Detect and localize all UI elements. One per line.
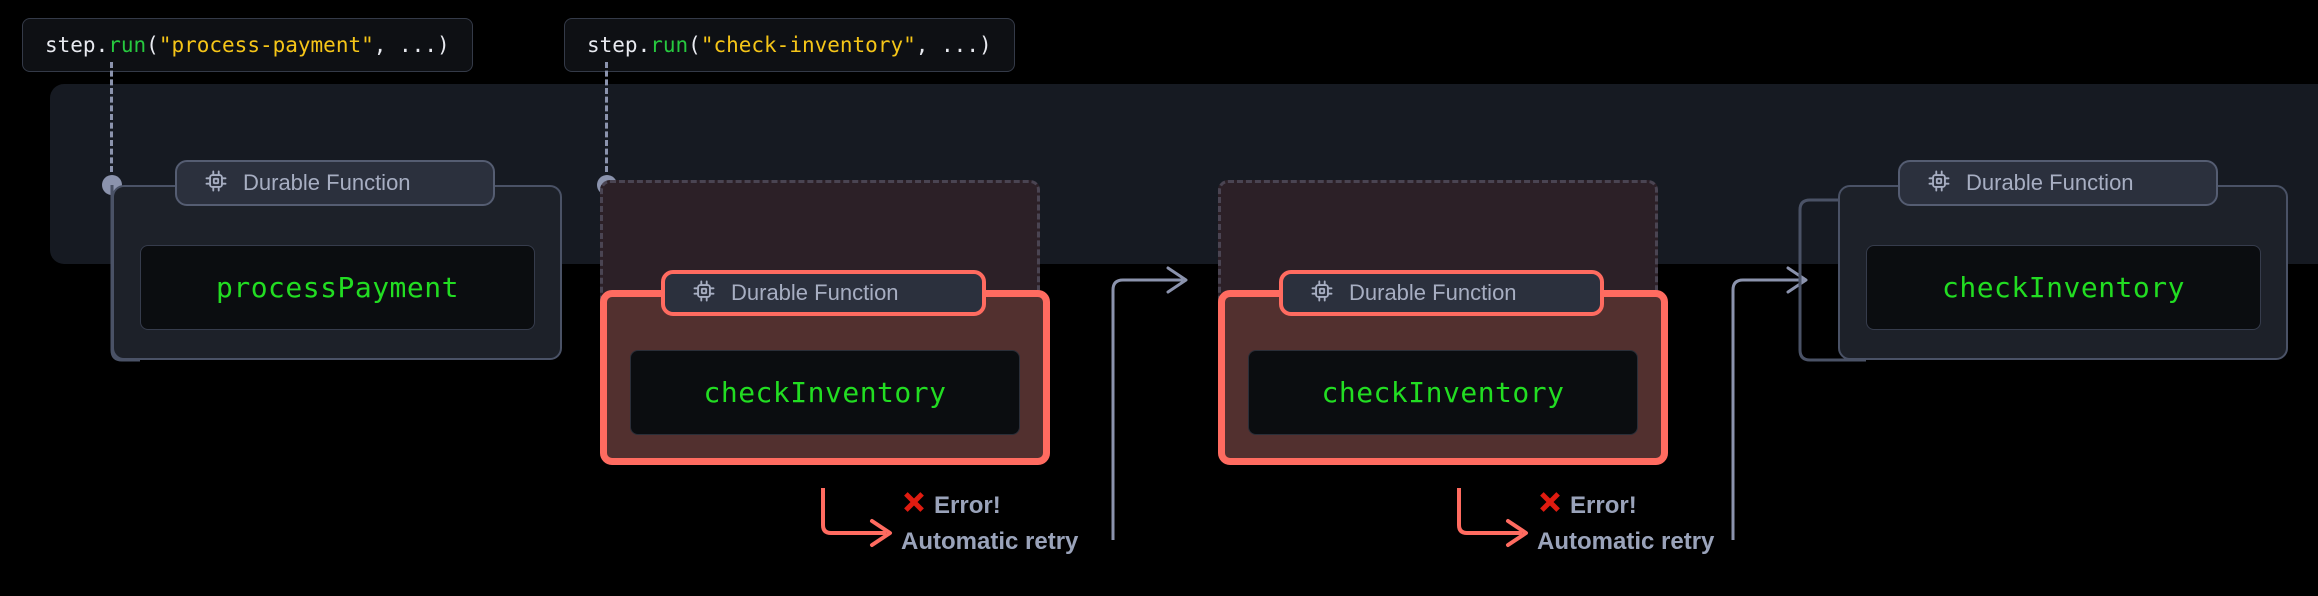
callout-object: step. xyxy=(587,33,651,57)
retry-label: Automatic retry xyxy=(901,528,1079,555)
error-label: Error! xyxy=(1570,491,1637,519)
step-code-box-process-payment: processPayment xyxy=(140,245,535,330)
process-payment-callout: step.run("process-payment", ...) xyxy=(22,18,473,72)
check-inventory-callout: step.run("check-inventory", ...) xyxy=(564,18,1015,72)
callout-function: run xyxy=(650,33,689,57)
retry-label: Automatic retry xyxy=(1537,528,1715,555)
durable-function-badge-1: Durable Function xyxy=(175,160,495,206)
error-label: Error! xyxy=(934,491,1001,519)
durable-function-label: Durable Function xyxy=(1349,280,1517,305)
error-line: Error! xyxy=(1537,489,1714,522)
function-name-label: checkInventory xyxy=(1321,376,1565,409)
durable-function-label: Durable Function xyxy=(243,170,411,195)
cpu-chip-icon xyxy=(203,168,229,199)
callout-argument: "check-inventory" xyxy=(700,33,916,57)
retry-annotation-2: Error! Automatic retry xyxy=(1537,489,1714,556)
durable-function-badge-2: Durable Function xyxy=(661,270,986,316)
callout-rest: , ...) xyxy=(915,33,992,57)
retry-annotation-1: Error! Automatic retry xyxy=(901,489,1078,556)
step-code-box-attempt-2: checkInventory xyxy=(1248,350,1638,435)
callout-paren: ( xyxy=(146,33,159,57)
callout-leader-line-1 xyxy=(110,62,113,172)
function-name-label: processPayment xyxy=(215,271,459,304)
callout-object: step. xyxy=(45,33,109,57)
durable-function-label: Durable Function xyxy=(731,280,899,305)
error-x-icon xyxy=(901,489,927,522)
durable-function-badge-4: Durable Function xyxy=(1898,160,2218,206)
function-name-label: checkInventory xyxy=(703,376,947,409)
durable-function-label: Durable Function xyxy=(1966,170,2134,195)
cpu-chip-icon xyxy=(691,278,717,309)
error-x-icon xyxy=(1537,489,1563,522)
durable-function-badge-3: Durable Function xyxy=(1279,270,1604,316)
function-name-label: checkInventory xyxy=(1941,271,2185,304)
callout-argument: "process-payment" xyxy=(158,33,374,57)
cpu-chip-icon xyxy=(1926,168,1952,199)
callout-leader-line-2 xyxy=(605,62,608,172)
cpu-chip-icon xyxy=(1309,278,1335,309)
callout-paren: ( xyxy=(688,33,701,57)
callout-rest: , ...) xyxy=(373,33,450,57)
error-line: Error! xyxy=(901,489,1078,522)
step-code-box-success: checkInventory xyxy=(1866,245,2261,330)
callout-function: run xyxy=(108,33,147,57)
step-code-box-attempt-1: checkInventory xyxy=(630,350,1020,435)
